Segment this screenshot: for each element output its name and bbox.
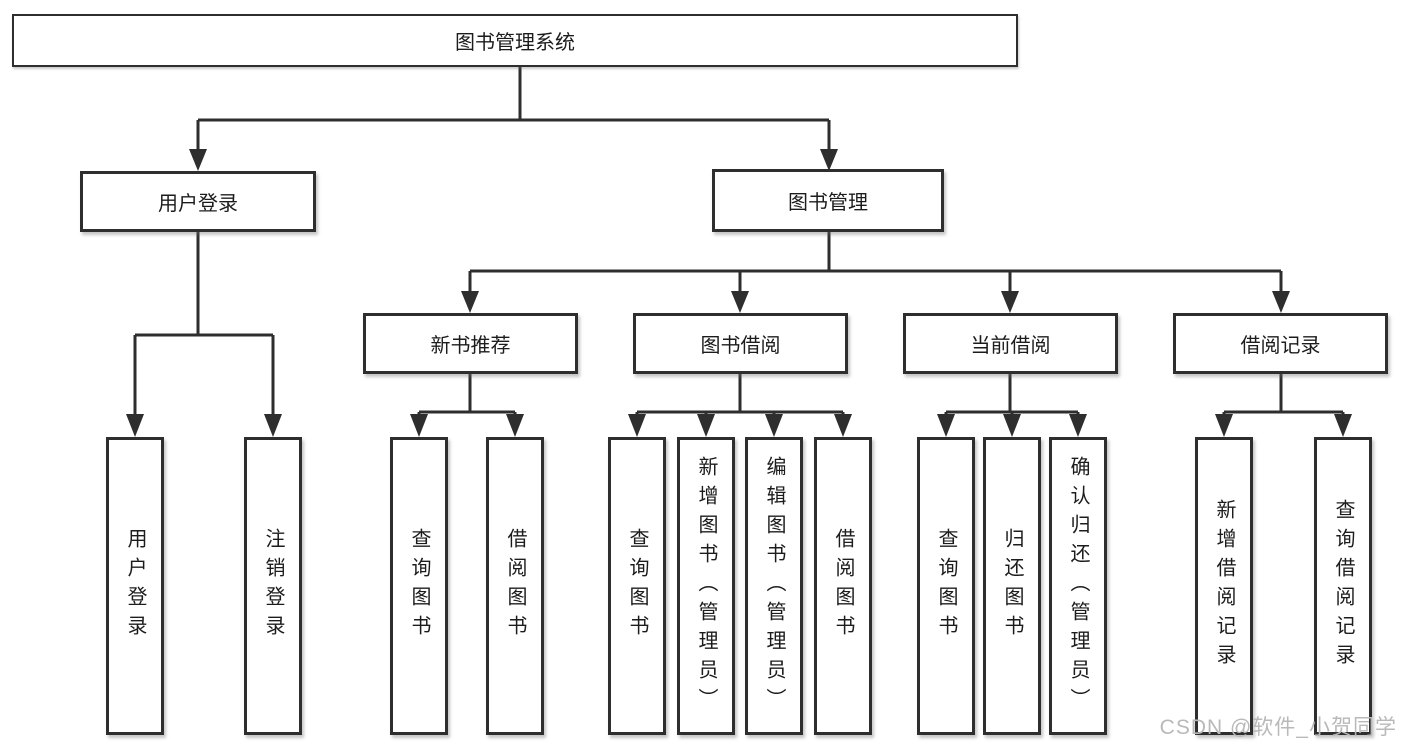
leaf-newbook-query-books-label: 查询图书 (408, 528, 430, 644)
arrowhead-icon (1069, 414, 1087, 437)
arrowhead-icon (1001, 291, 1019, 313)
leaf-borrow-add-books-admin-label: 新增图书（管理员） (695, 455, 717, 717)
arrowhead-icon (264, 414, 282, 437)
leaf-records-add-record-label: 新增借阅记录 (1213, 499, 1235, 673)
arrowhead-icon (506, 414, 524, 437)
arrowhead-icon (410, 414, 428, 437)
arrowhead-icon (1215, 414, 1233, 437)
node-user-login-label: 用户登录 (158, 193, 238, 215)
leaf-current-query-books: 查询图书 (917, 437, 975, 735)
node-new-book-recommend: 新书推荐 (363, 313, 578, 374)
leaf-borrow-add-books-admin: 新增图书（管理员） (677, 437, 735, 735)
node-user-login: 用户登录 (80, 171, 316, 232)
connector-new-book (417, 374, 517, 416)
connector-root (196, 67, 831, 150)
arrowhead-icon (628, 414, 646, 437)
leaf-user-login: 用户登录 (106, 437, 164, 735)
arrowhead-icon (697, 414, 715, 437)
node-book-borrowing: 图书借阅 (633, 313, 848, 374)
node-book-management-label: 图书管理 (788, 192, 868, 214)
leaf-borrow-edit-books-admin-label: 编辑图书（管理员） (763, 455, 785, 717)
arrowhead-icon (1334, 414, 1352, 437)
leaf-current-return-books-label: 归还图书 (1001, 528, 1023, 644)
leaf-borrow-query-books-label: 查询图书 (626, 528, 648, 644)
leaf-records-add-record: 新增借阅记录 (1195, 437, 1253, 735)
node-book-management: 图书管理 (712, 169, 944, 232)
leaf-logout-label: 注销登录 (262, 528, 284, 644)
leaf-current-query-books-label: 查询图书 (935, 528, 957, 644)
connector-user-login (133, 232, 275, 416)
leaf-user-login-label: 用户登录 (124, 528, 146, 644)
leaf-newbook-borrow-books-label: 借阅图书 (504, 528, 526, 644)
connector-borrowing-records (1222, 374, 1345, 416)
node-current-borrowing-label: 当前借阅 (970, 335, 1051, 357)
leaf-borrow-edit-books-admin: 编辑图书（管理员） (745, 437, 803, 735)
node-new-book-recommend-label: 新书推荐 (430, 335, 511, 357)
leaf-current-confirm-return-admin-label: 确认归还（管理员） (1067, 455, 1089, 717)
leaf-borrow-query-books: 查询图书 (608, 437, 666, 735)
arrowhead-icon (765, 414, 783, 437)
node-root: 图书管理系统 (12, 14, 1018, 67)
arrowhead-icon (731, 291, 749, 313)
leaf-logout: 注销登录 (244, 437, 302, 735)
arrowhead-icon (937, 414, 955, 437)
leaf-newbook-borrow-books: 借阅图书 (486, 437, 544, 735)
leaf-current-return-books: 归还图书 (983, 437, 1041, 735)
node-current-borrowing: 当前借阅 (903, 313, 1118, 374)
arrowhead-icon (1272, 291, 1290, 313)
leaf-current-confirm-return-admin: 确认归还（管理员） (1049, 437, 1107, 735)
arrowhead-icon (820, 149, 838, 171)
leaf-records-query-record-label: 查询借阅记录 (1332, 499, 1354, 673)
leaf-borrow-borrow-books-label: 借阅图书 (832, 528, 854, 644)
node-borrowing-records: 借阅记录 (1173, 313, 1388, 374)
arrowheads (126, 149, 1352, 437)
arrowhead-icon (461, 291, 479, 313)
leaf-borrow-borrow-books: 借阅图书 (814, 437, 872, 735)
leaf-newbook-query-books: 查询图书 (390, 437, 448, 735)
connector-current-borrowing (944, 374, 1080, 416)
leaf-records-query-record: 查询借阅记录 (1314, 437, 1372, 735)
arrowhead-icon (126, 414, 144, 437)
arrowhead-icon (189, 149, 207, 171)
arrowhead-icon (834, 414, 852, 437)
connector-book-borrowing (635, 374, 845, 416)
csdn-watermark: CSDN @软件_小贺同学 (1159, 716, 1397, 739)
connector-book-management (468, 232, 1283, 292)
node-root-label: 图书管理系统 (455, 32, 575, 54)
arrowhead-icon (1003, 414, 1021, 437)
node-borrowing-records-label: 借阅记录 (1240, 335, 1321, 357)
node-book-borrowing-label: 图书借阅 (700, 335, 781, 357)
